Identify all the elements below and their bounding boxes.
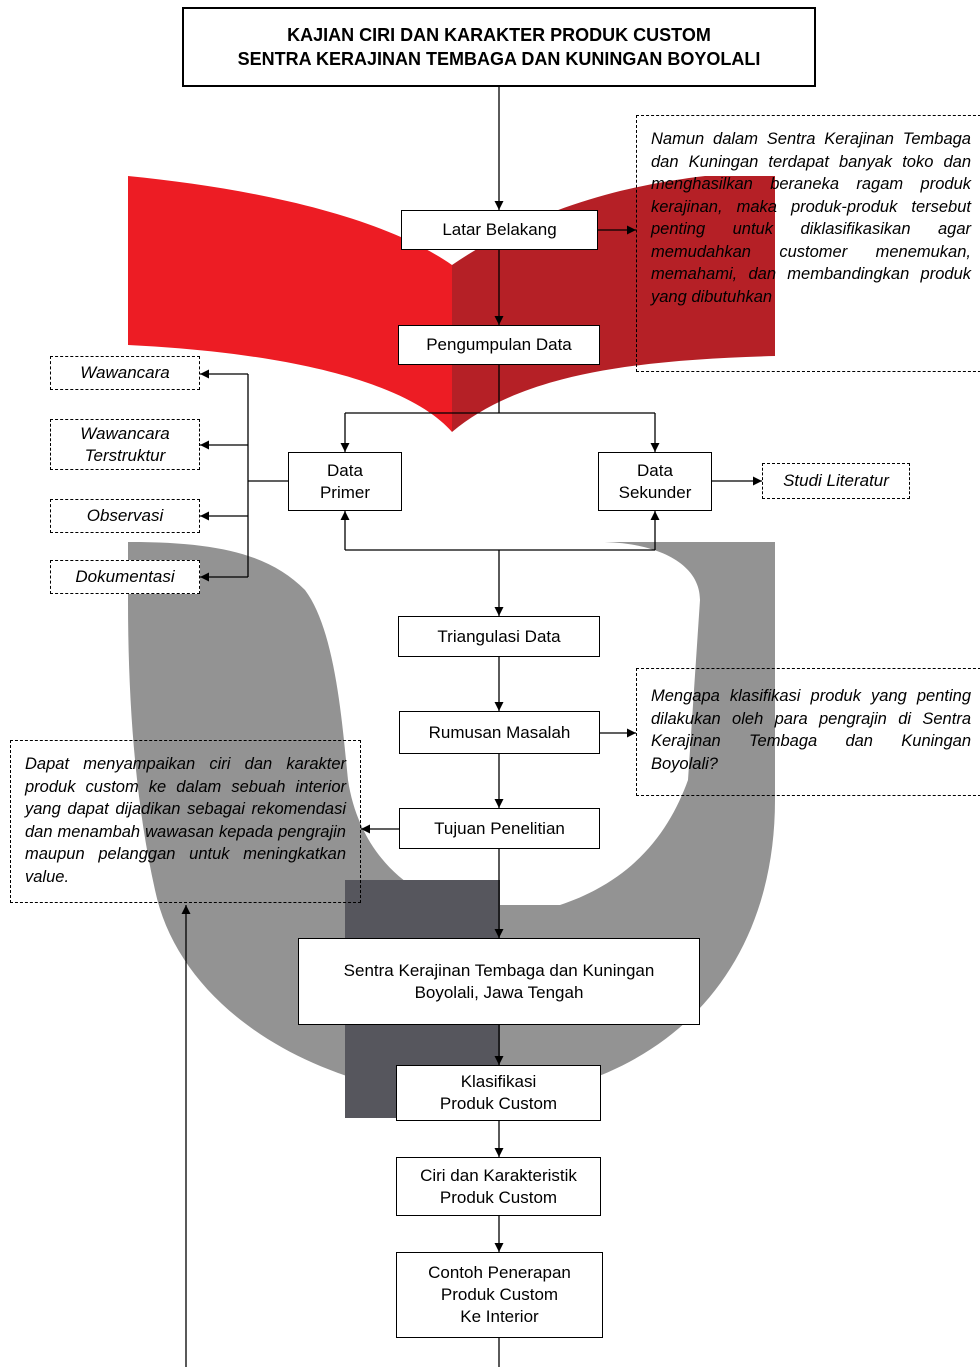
node-klasifikasi: Klasifikasi Produk Custom bbox=[396, 1065, 601, 1121]
note-rumusan-masalah: Mengapa klasifikasi produk yang penting … bbox=[636, 668, 980, 796]
node-sentra: Sentra Kerajinan Tembaga dan Kuningan Bo… bbox=[298, 938, 700, 1025]
title-line-2: SENTRA KERAJINAN TEMBAGA DAN KUNINGAN BO… bbox=[237, 49, 761, 69]
connectors bbox=[181, 87, 762, 1367]
method-dokumentasi: Dokumentasi bbox=[50, 560, 200, 594]
note-latar-belakang: Namun dalam Sentra Kerajinan Tembaga dan… bbox=[636, 115, 980, 372]
book-left-page bbox=[128, 176, 452, 432]
node-tujuan-penelitian: Tujuan Penelitian bbox=[399, 808, 600, 849]
node-contoh-penerapan: Contoh Penerapan Produk Custom Ke Interi… bbox=[396, 1252, 603, 1338]
node-pengumpulan-data: Pengumpulan Data bbox=[398, 325, 600, 365]
node-ciri-karakteristik: Ciri dan Karakteristik Produk Custom bbox=[396, 1157, 601, 1216]
method-wawancara: Wawancara bbox=[50, 356, 200, 390]
node-latar-belakang: Latar Belakang bbox=[401, 210, 598, 250]
note-tujuan-penelitian: Dapat menyampaikan ciri dan karakter pro… bbox=[10, 740, 361, 903]
method-observasi: Observasi bbox=[50, 499, 200, 533]
node-triangulasi-data: Triangulasi Data bbox=[398, 616, 600, 657]
title-line-1: KAJIAN CIRI DAN KARAKTER PRODUK CUSTOM bbox=[287, 25, 711, 45]
node-rumusan-masalah: Rumusan Masalah bbox=[399, 711, 600, 754]
node-data-primer: Data Primer bbox=[288, 452, 402, 511]
method-studi-literatur: Studi Literatur bbox=[762, 463, 910, 499]
node-data-sekunder: Data Sekunder bbox=[598, 452, 712, 511]
method-wawancara-terstruktur: Wawancara Terstruktur bbox=[50, 419, 200, 470]
title-box: KAJIAN CIRI DAN KARAKTER PRODUK CUSTOM S… bbox=[182, 7, 816, 87]
